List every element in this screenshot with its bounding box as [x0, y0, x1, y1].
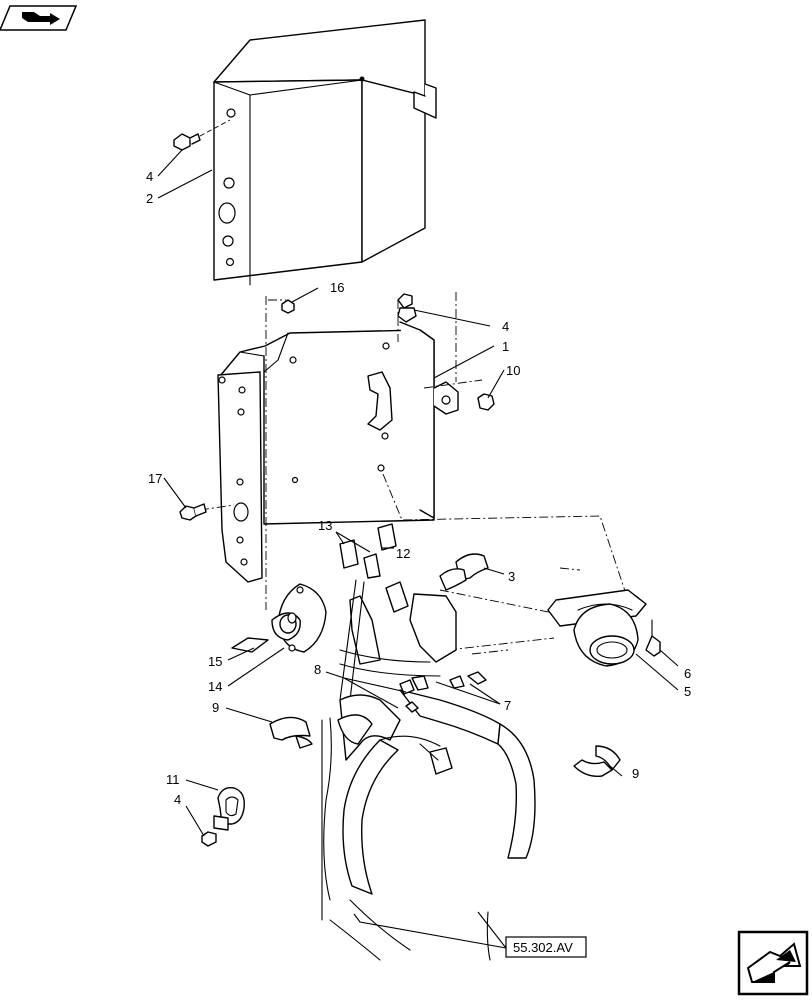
reference-label: 55.302.AV — [513, 940, 573, 955]
callout-9-left: 9 — [212, 700, 219, 715]
reference-box[interactable]: 55.302.AV — [505, 936, 587, 958]
callout-11: 11 — [166, 772, 180, 787]
callout-16: 15 — [208, 654, 222, 669]
book-arrow-icon[interactable] — [0, 5, 78, 31]
clip-part-9-right — [573, 745, 621, 777]
gasket-part-16 — [231, 637, 269, 653]
clip-part-9-left — [269, 716, 313, 749]
callout-5: 5 — [684, 684, 691, 699]
callout-4-right: 4 — [502, 319, 509, 334]
callout-3: 3 — [508, 569, 515, 584]
callout-15: 14 — [208, 679, 222, 694]
callout-1: 1 — [502, 339, 509, 354]
callout-2: 2 — [146, 191, 153, 206]
clip-part-3 — [439, 553, 489, 591]
callout-14: 16 — [330, 280, 344, 295]
callout-17: 17 — [148, 471, 162, 486]
bolt-10 — [477, 393, 495, 411]
bolt-4-top — [173, 119, 231, 151]
alignment-lines — [199, 292, 629, 655]
callout-labels: 4 2 16 4 1 10 17 13 12 3 15 14 8 6 5 7 9… — [146, 169, 691, 807]
device-part-15 — [271, 583, 327, 653]
wire-harness — [321, 579, 536, 961]
callout-4-top: 4 — [146, 169, 153, 184]
callout-10: 10 — [506, 363, 520, 378]
callout-4-lower: 4 — [174, 792, 181, 807]
bolt-4-right — [397, 293, 417, 323]
clamp-part-11 — [213, 787, 245, 831]
callout-7: 7 — [504, 698, 511, 713]
next-page-arrow-icon[interactable] — [737, 930, 809, 996]
beacon-part-5 — [547, 589, 647, 667]
callout-8: 8 — [314, 662, 321, 677]
bolt-14 — [281, 299, 295, 314]
leader-lines — [157, 149, 679, 949]
callout-12: 12 — [396, 546, 410, 561]
callout-9-right: 9 — [632, 766, 639, 781]
bolt-17 — [179, 503, 207, 521]
relays-part-13 — [339, 539, 381, 579]
bracket-part-1 — [217, 321, 459, 583]
cover-part-2 — [213, 19, 437, 286]
relay-part-12 — [377, 523, 397, 551]
bolt-4-lower — [201, 831, 217, 847]
callout-6: 6 — [684, 666, 691, 681]
callout-13: 13 — [318, 518, 332, 533]
bolt-6 — [645, 619, 661, 657]
